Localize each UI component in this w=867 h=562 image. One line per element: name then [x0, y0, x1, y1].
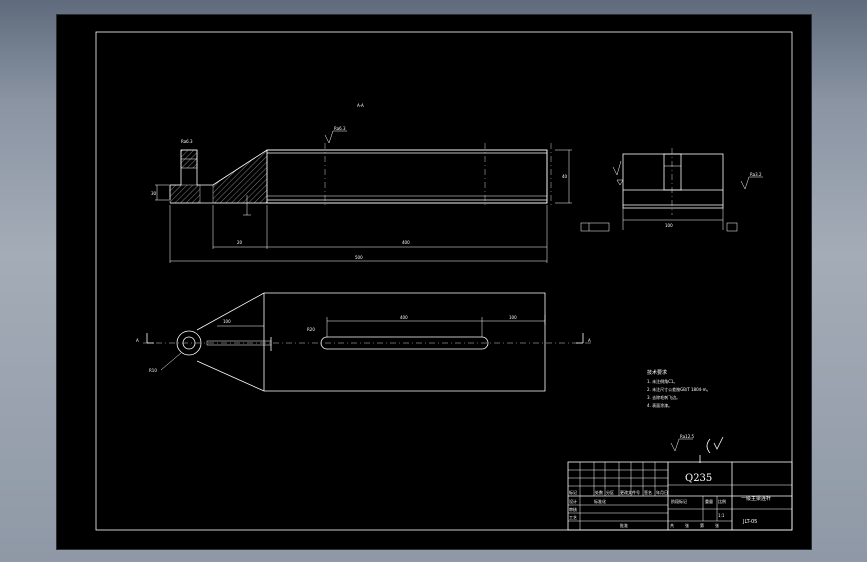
slot [320, 336, 489, 350]
tech-item-1: 1. 未注倒角C1。 [647, 378, 677, 384]
roughness-label-top: Ra6.3 [334, 126, 346, 131]
tb-stage-1: 重量 [705, 498, 713, 504]
general-roughness-label: Ra12.5 [680, 434, 695, 439]
general-roughness: Ra12.5 [670, 434, 724, 463]
side-roughness: Ra3.2 [750, 172, 762, 177]
plan-dim-100a: 100 [223, 319, 231, 324]
tb-h-5: 年月日 [656, 489, 668, 495]
cad-canvas: A-A Ra6.3 Ra6.3 20 400 500 40 [95, 31, 793, 531]
tb-h-4: 签名 [644, 489, 652, 495]
tb-material: Q235 [685, 473, 712, 484]
tb-sheet-0: 共 [670, 522, 674, 528]
section-view: A-A Ra6.3 Ra6.3 20 400 500 40 [151, 103, 572, 263]
tb-sheet-3: 张 [715, 522, 719, 528]
tech-item-2: 2. 未注尺寸公差按GB/T 1804-m。 [647, 386, 711, 392]
dim-40: 40 [562, 174, 568, 179]
tb-drawing-no: JLT-05 [742, 519, 757, 525]
tb-role-1: 审核 [569, 506, 577, 512]
tb-approve: 批准 [620, 522, 628, 528]
plan-radius: R10 [149, 368, 157, 373]
tb-h-0: 标记 [569, 489, 577, 495]
plan-dim-100b: 100 [509, 315, 517, 320]
dim-400: 400 [402, 240, 410, 245]
drawing-sheet: A-A Ra6.3 Ra6.3 20 400 500 40 [56, 14, 812, 550]
tb-role-2: 工艺 [569, 515, 577, 520]
plan-view: 400 100 100 R20 R10 A A [136, 292, 592, 392]
tb-scale: 1:1 [718, 513, 725, 518]
tb-h-2: 分区 [606, 489, 614, 495]
section-mark-left: A [136, 338, 139, 343]
tech-item-3: 3. 去除毛刺飞边。 [647, 394, 680, 400]
clevis-roughness: Ra6.3 [181, 139, 193, 144]
tb-role-0: 设计 [569, 498, 577, 504]
dim-500: 500 [355, 255, 363, 260]
tb-standard: 标准化 [594, 498, 606, 504]
tech-item-4: 4. 表面涂漆。 [647, 402, 672, 408]
side-body [622, 153, 724, 209]
section-mark-right: A [588, 338, 591, 343]
tb-sheet-1: 张 [685, 522, 689, 528]
title-block: 标记 处数 分区 更改文件号 签名 年月日 设计 审核 工艺 标准化 批准 Q2… [567, 461, 793, 531]
tb-stage-2: 比例 [718, 498, 726, 504]
wedge-hatch [212, 149, 268, 204]
tb-part-name: 一级主梁连杆 [741, 495, 771, 502]
tb-h-1: 处数 [595, 489, 603, 495]
side-dim-100: 100 [665, 223, 673, 228]
plan-slot-r: R20 [307, 327, 315, 332]
plan-dim-400: 400 [400, 315, 408, 320]
tech-title: 技术要求 [647, 369, 667, 376]
side-view: Ra3.2 100 [580, 148, 763, 232]
section-label: A-A [357, 103, 364, 108]
tech-requirements: 技术要求 1. 未注倒角C1。 2. 未注尺寸公差按GB/T 1804-m。 3… [647, 369, 711, 408]
plan-outline [196, 292, 546, 392]
clevis-hatch [169, 184, 201, 204]
tb-stage-0: 阶段标记 [671, 498, 687, 504]
tb-sheet-2: 第 [700, 522, 704, 528]
tb-h-3: 更改文件号 [620, 489, 640, 495]
drawing-border [95, 31, 793, 531]
dim-30: 30 [151, 191, 157, 196]
dim-20: 20 [237, 240, 243, 245]
bar-body [266, 149, 548, 204]
